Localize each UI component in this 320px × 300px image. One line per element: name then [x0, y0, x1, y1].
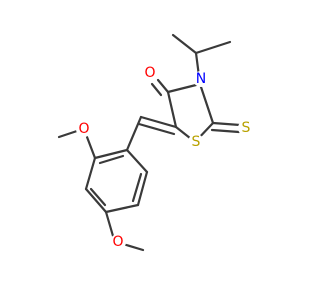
atom-label-carbonyl-oxygen: O — [142, 65, 158, 81]
benzene-ring — [84, 148, 149, 214]
atom-label-methoxy-lower-oxygen: O — [110, 234, 126, 250]
exocyclic-double-bond — [125, 115, 178, 152]
bond-n3-c2 — [198, 82, 215, 125]
svg-text:N: N — [196, 71, 206, 87]
molecule-diagram: O N S S O O — [57, 33, 254, 252]
svg-text:O: O — [112, 234, 123, 250]
svg-text:S: S — [242, 120, 251, 136]
bond-c5-c4 — [166, 90, 178, 129]
svg-text:O: O — [144, 65, 155, 81]
atom-label-thione-sulfur: S — [238, 120, 254, 136]
atom-label-ring-nitrogen: N — [193, 71, 209, 87]
thione-double-bond — [210, 121, 242, 134]
methoxy-lower — [104, 210, 145, 252]
atom-label-ring-sulfur: S — [188, 134, 204, 150]
carbonyl-double-bond — [150, 78, 170, 97]
atom-label-methoxy-upper-oxygen: O — [76, 121, 92, 137]
structure-canvas: O N S S O O — [57, 33, 254, 252]
bond-c4-n3 — [166, 82, 202, 94]
svg-text:O: O — [78, 121, 89, 137]
svg-text:S: S — [192, 134, 201, 150]
methoxy-upper — [57, 129, 97, 160]
